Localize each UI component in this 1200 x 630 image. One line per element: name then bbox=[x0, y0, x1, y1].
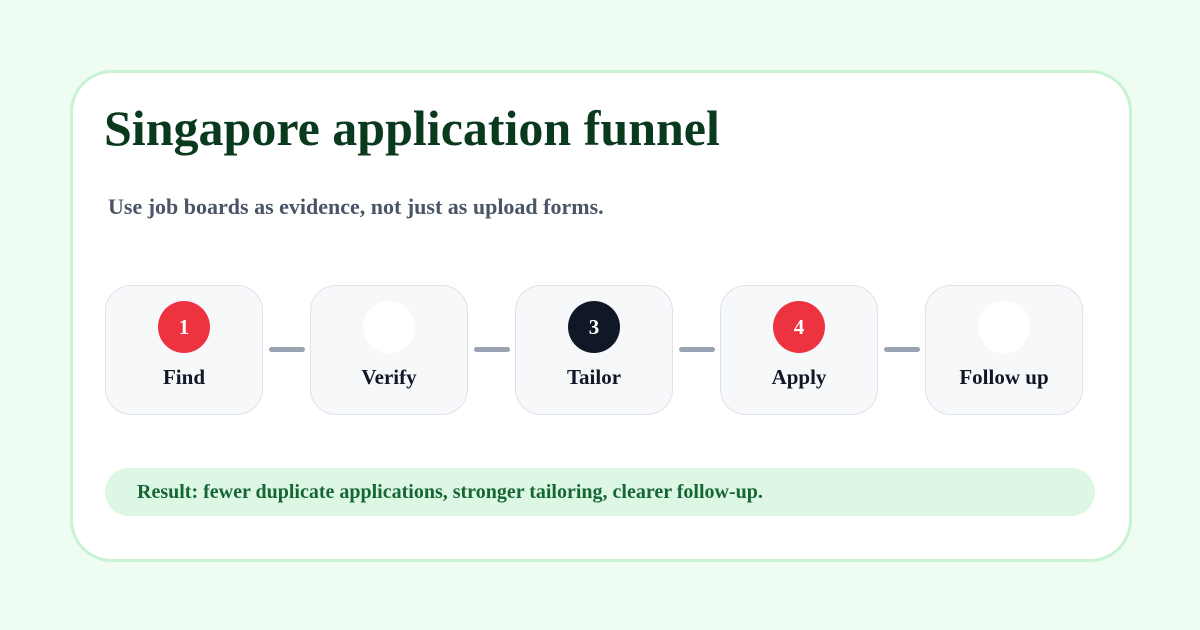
step-tailor: 3 Tailor bbox=[515, 285, 673, 415]
step-label: Follow up bbox=[959, 365, 1049, 389]
step-badge bbox=[363, 301, 415, 353]
step-label: Tailor bbox=[566, 365, 622, 389]
page-title: Singapore application funnel bbox=[104, 100, 720, 156]
step-follow-up: Follow up bbox=[925, 285, 1083, 415]
step-label: Apply bbox=[771, 365, 827, 389]
page-subtitle: Use job boards as evidence, not just as … bbox=[108, 194, 604, 219]
step-label: Find bbox=[162, 365, 206, 389]
step-badge: 1 bbox=[158, 301, 210, 353]
step-badge: 4 bbox=[773, 301, 825, 353]
step-connector bbox=[269, 347, 305, 352]
step-badge bbox=[978, 301, 1030, 353]
step-connector bbox=[474, 347, 510, 352]
step-apply: 4 Apply bbox=[720, 285, 878, 415]
step-badge: 3 bbox=[568, 301, 620, 353]
step-verify: Verify bbox=[310, 285, 468, 415]
step-label: Verify bbox=[361, 365, 417, 389]
step-connector bbox=[884, 347, 920, 352]
step-connector bbox=[679, 347, 715, 352]
result-banner: Result: fewer duplicate applications, st… bbox=[105, 468, 1095, 516]
step-find: 1 Find bbox=[105, 285, 263, 415]
